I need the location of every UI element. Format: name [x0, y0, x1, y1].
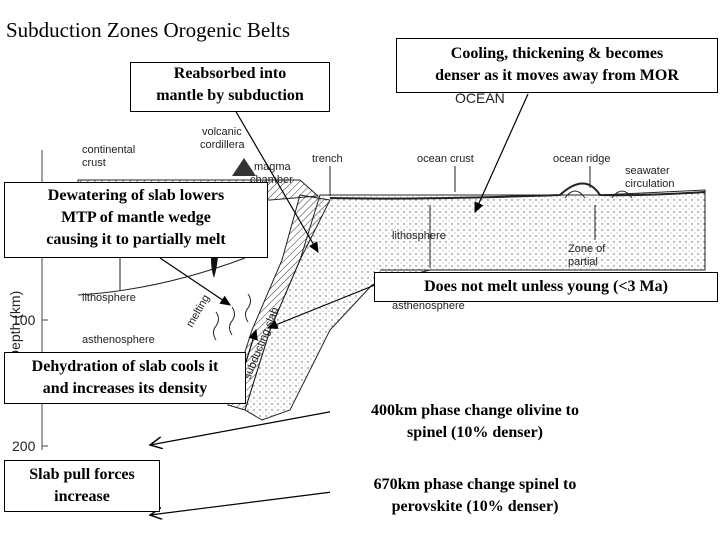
seawater-label-1: seawater [625, 165, 670, 177]
callout-line: perovskite (10% denser) [391, 498, 559, 515]
callout-line: Does not melt unless young (<3 Ma) [424, 278, 668, 295]
callout-line: Reabsorbed into [173, 65, 287, 82]
asthenosphere-left-label: asthenosphere [82, 334, 155, 346]
depth-tick-label-200: 200 [12, 438, 36, 454]
volcanic-cordillera-label-2: cordillera [200, 139, 246, 151]
seawater-loop [564, 190, 586, 199]
melting-wiggle [229, 306, 235, 336]
callout-phase670: 670km phase change spinel to perovskite … [330, 470, 620, 526]
callout-line: mantle by subduction [156, 87, 304, 104]
callout-line: Cooling, thickening & becomes [450, 45, 664, 62]
callout-no-melt: Does not melt unless young (<3 Ma) [374, 272, 718, 302]
ocean-crust-label: ocean crust [417, 153, 474, 165]
callout-reabsorbed: Reabsorbed into mantle by subduction [130, 62, 330, 112]
continental-crust-label-2: crust [82, 157, 106, 169]
arrow-cooling [474, 93, 529, 214]
depth-tick-label-100: 100 [12, 312, 36, 328]
arrow-dewatering [159, 257, 231, 306]
arrow-phase670 [150, 491, 333, 515]
volcano [232, 158, 256, 176]
zone-partial-label-1: Zone of [568, 243, 606, 255]
arrow-no-melt [266, 284, 376, 329]
melting-wiggle [213, 311, 219, 341]
callout-cooling: Cooling, thickening & becomes denser as … [396, 38, 718, 93]
callout-line: 670km phase change spinel to [373, 476, 577, 493]
callout-line: increase [54, 488, 110, 505]
melting-wiggle [245, 293, 251, 323]
callout-slab-pull: Slab pull forces increase [4, 460, 160, 512]
arrow-phase400 [150, 409, 341, 445]
melting-label: melting [184, 293, 212, 330]
callout-line: spinel (10% denser) [407, 424, 543, 441]
arrow-dehydration [244, 328, 258, 366]
lithosphere-left-label: lithosphere [82, 292, 136, 304]
zone-partial-label-2: partial [568, 256, 598, 268]
trench-label: trench [312, 153, 343, 165]
callout-phase400: 400km phase change olivine to spinel (10… [330, 395, 620, 451]
callout-line: and increases its density [42, 380, 208, 397]
callout-dewatering: Dewatering of slab lowers MTP of mantle … [4, 182, 268, 258]
callout-line: Dewatering of slab lowers [47, 187, 225, 204]
callout-line: Dehydration of slab cools it [31, 358, 219, 375]
ocean-crust-line [329, 182, 706, 200]
volcanic-cordillera-label-1: volcanic [202, 126, 242, 138]
callout-line: Slab pull forces [29, 466, 135, 483]
lithosphere-right-label: lithosphere [392, 230, 446, 242]
page-title: Subduction Zones Orogenic Belts [6, 18, 291, 42]
callout-line: denser as it moves away from MOR [435, 67, 679, 84]
magma-chamber-label-1: magma [254, 161, 292, 173]
callout-dehydration: Dehydration of slab cools it and increas… [4, 352, 246, 404]
callout-line: 400km phase change olivine to [370, 402, 579, 419]
callout-line: causing it to partially melt [46, 231, 226, 248]
ocean-label: OCEAN [455, 90, 505, 106]
litho-astheno-boundary-left [77, 257, 246, 296]
asthenosphere-right-label: asthenosphere [392, 300, 465, 312]
seawater-label-2: circulation [625, 178, 675, 190]
subducting-slab-band [227, 194, 331, 411]
arrow-reabsorbed [234, 109, 319, 254]
seawater-loop [611, 190, 633, 199]
continental-crust-label-1: continental [82, 144, 135, 156]
callout-line: MTP of mantle wedge [61, 209, 211, 226]
depth-axis-label: Depth (km) [7, 291, 23, 360]
ocean-ridge-label: ocean ridge [553, 153, 611, 165]
